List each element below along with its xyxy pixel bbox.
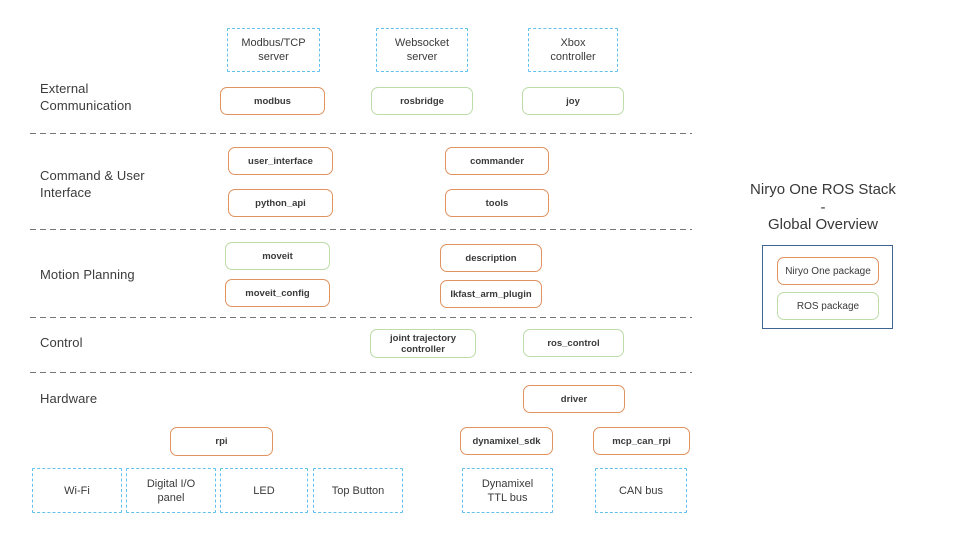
node-python-api: python_api [228, 189, 333, 217]
section-label-hardware: Hardware [40, 391, 98, 406]
node-xbox-controller: Xbox controller [528, 28, 618, 72]
node-led: LED [220, 468, 308, 513]
node-moveit: moveit [225, 242, 330, 270]
section-label-external-communication: External Communication [40, 81, 132, 113]
node-driver: driver [523, 385, 625, 413]
separator-line [30, 133, 692, 134]
node-ikfast-arm-plugin: Ikfast_arm_plugin [440, 280, 542, 308]
legend-ros-package: ROS package [777, 292, 879, 320]
diagram-title-line2: - [820, 198, 826, 216]
node-user-interface: user_interface [228, 147, 333, 175]
section-label-control: Control [40, 335, 83, 350]
node-rpi: rpi [170, 427, 273, 456]
node-dynamixel-ttl-bus: Dynamixel TTL bus [462, 468, 553, 513]
node-commander: commander [445, 147, 549, 175]
node-ros-control: ros_control [523, 329, 624, 357]
node-modbus-tcp-server: Modbus/TCP server [227, 28, 320, 72]
node-top-button: Top Button [313, 468, 403, 513]
diagram-title-line3: Global Overview [767, 216, 879, 233]
node-modbus: modbus [220, 87, 325, 115]
separator-line [30, 372, 692, 373]
separator-line [30, 229, 692, 230]
section-label-command-user-interface: Command & User Interface [40, 168, 145, 200]
node-digital-io-panel: Digital I/O panel [126, 468, 216, 513]
separator-line [30, 317, 692, 318]
legend-niryo-one-package: Niryo One package [777, 257, 879, 285]
node-tools: tools [445, 189, 549, 217]
node-rosbridge: rosbridge [371, 87, 473, 115]
diagram-title-line1: Niryo One ROS Stack [750, 181, 896, 198]
node-joint-trajectory-controller: joint trajectory controller [370, 329, 476, 358]
node-joy: joy [522, 87, 624, 115]
node-wifi: Wi-Fi [32, 468, 122, 513]
section-label-motion-planning: Motion Planning [40, 267, 135, 282]
node-can-bus: CAN bus [595, 468, 687, 513]
node-description: description [440, 244, 542, 272]
node-moveit-config: moveit_config [225, 279, 330, 307]
diagram-title: Niryo One ROS Stack - Global Overview [723, 181, 923, 234]
node-websocket-server: Websocket server [376, 28, 468, 72]
node-mcp-can-rpi: mcp_can_rpi [593, 427, 690, 455]
node-dynamixel-sdk: dynamixel_sdk [460, 427, 553, 455]
